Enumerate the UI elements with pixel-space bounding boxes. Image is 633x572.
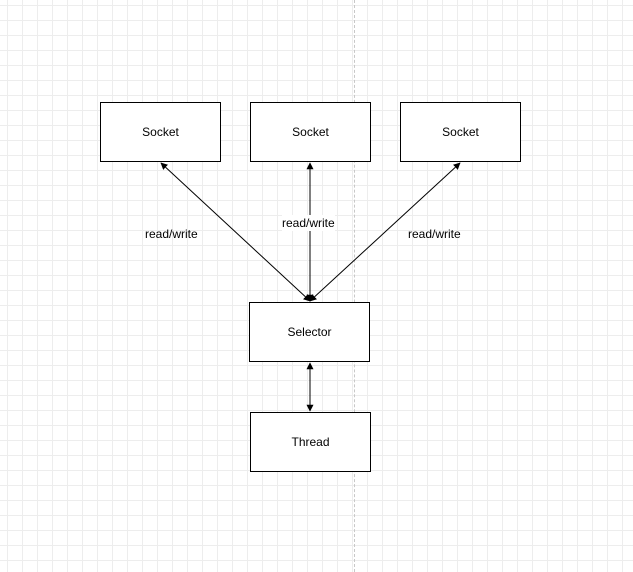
socket-node-center[interactable]: Socket (250, 102, 371, 162)
selector-node-label: Selector (287, 325, 332, 339)
edge-label-right: read/write (408, 227, 461, 241)
selector-node[interactable]: Selector (249, 302, 370, 362)
socket-node-right-label: Socket (442, 125, 479, 139)
edge-label-left: read/write (145, 227, 198, 241)
connector-right-socket-selector (309, 162, 461, 302)
socket-node-left[interactable]: Socket (100, 102, 221, 162)
connector-left-socket-selector (160, 162, 311, 302)
thread-node-label: Thread (291, 435, 330, 449)
socket-node-center-label: Socket (292, 125, 329, 139)
edge-label-center: read/write (282, 215, 335, 231)
thread-node[interactable]: Thread (250, 412, 371, 472)
socket-node-right[interactable]: Socket (400, 102, 521, 162)
socket-node-left-label: Socket (142, 125, 179, 139)
